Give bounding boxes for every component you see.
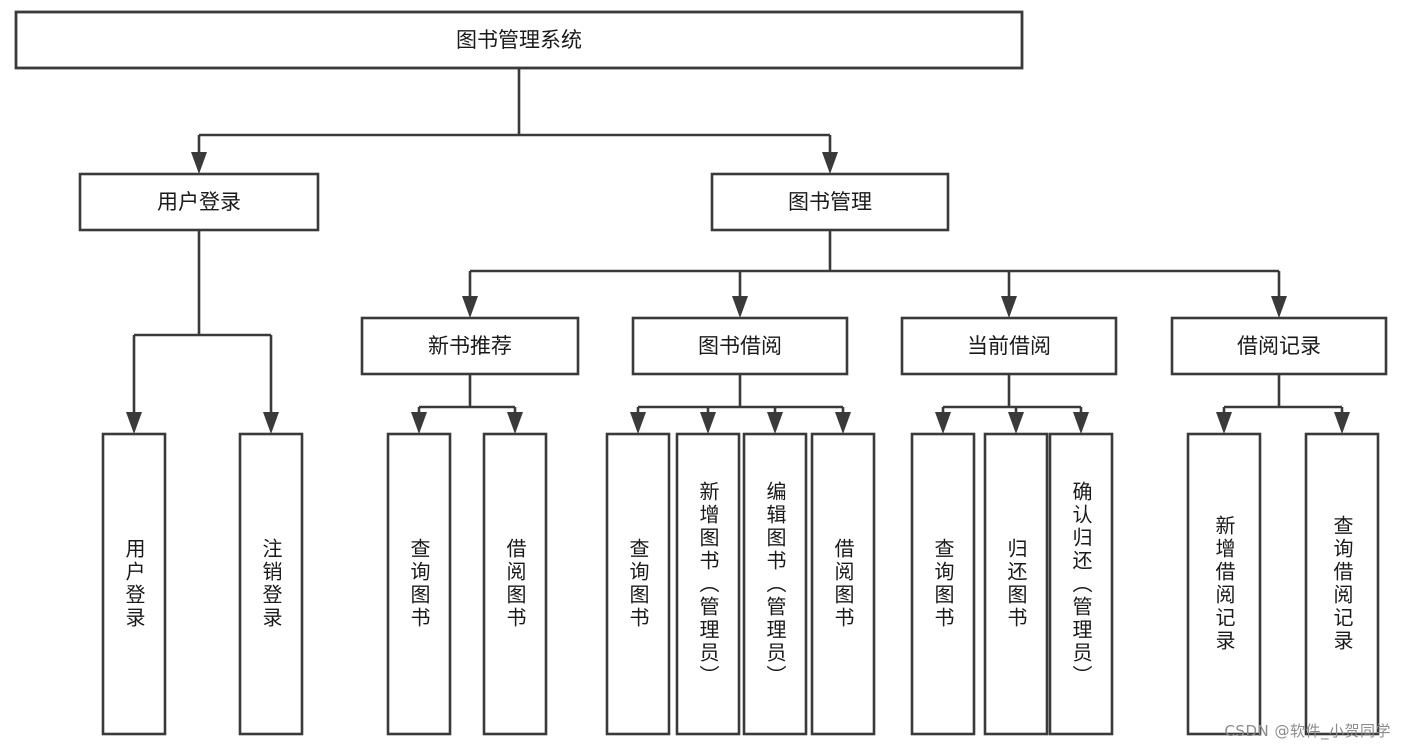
connector-layer	[126, 68, 1350, 434]
connector-图书借阅-arrowhead-2	[767, 412, 783, 434]
connector-用户登录-arrowhead-0	[126, 412, 142, 434]
connector-新书推荐-arrowhead-1	[507, 412, 523, 434]
node-box-查询图书[interactable]	[910, 432, 976, 736]
node-box-查询图书[interactable]	[605, 432, 671, 736]
node-box-当前借阅[interactable]	[900, 316, 1118, 376]
connector-借阅记录-arrowhead-0	[1216, 412, 1232, 434]
node-label-当前借阅: 当前借阅	[967, 334, 1051, 358]
node-box-确认归还管理员[interactable]	[1048, 432, 1114, 736]
node-box-用户登录[interactable]	[101, 432, 167, 736]
node-box-新增借阅记录[interactable]	[1186, 432, 1262, 736]
connector-借阅记录-arrowhead-1	[1334, 412, 1350, 434]
node-label-新书推荐: 新书推荐	[428, 334, 512, 358]
connector-当前借阅-arrowhead-1	[1008, 412, 1024, 434]
connector-当前借阅-arrowhead-0	[935, 412, 951, 434]
node-box-借阅记录[interactable]	[1170, 316, 1388, 376]
node-box-新增图书管理员[interactable]	[675, 432, 741, 736]
node-box-图书管理系统[interactable]	[14, 10, 1024, 70]
node-label-图书借阅: 图书借阅	[698, 334, 782, 358]
node-box-编辑图书管理员[interactable]	[742, 432, 808, 736]
connector-图书管理-arrowhead-1	[732, 296, 748, 318]
node-box-查询图书[interactable]	[386, 432, 452, 736]
connector-图书借阅-arrowhead-3	[835, 412, 851, 434]
node-label-用户登录: 用户登录	[157, 190, 241, 214]
node-box-注销登录[interactable]	[238, 432, 304, 736]
node-box-layer	[14, 10, 1388, 736]
node-box-查询借阅记录[interactable]	[1304, 432, 1380, 736]
connector-图书借阅-arrowhead-0	[630, 412, 646, 434]
connector-用户登录-arrowhead-1	[263, 412, 279, 434]
connector-图书借阅-arrowhead-1	[700, 412, 716, 434]
node-label-借阅记录: 借阅记录	[1237, 334, 1321, 358]
node-box-图书管理[interactable]	[710, 172, 950, 232]
connector-图书管理系统-arrowhead-0	[191, 152, 207, 174]
node-box-图书借阅[interactable]	[631, 316, 849, 376]
node-label-图书管理系统: 图书管理系统	[456, 28, 582, 52]
node-box-借阅图书[interactable]	[810, 432, 876, 736]
node-box-用户登录[interactable]	[78, 172, 320, 232]
connector-图书管理-arrowhead-0	[462, 296, 478, 318]
node-box-借阅图书[interactable]	[482, 432, 548, 736]
connector-图书管理-arrowhead-3	[1271, 296, 1287, 318]
node-label-图书管理: 图书管理	[788, 190, 872, 214]
connector-当前借阅-arrowhead-2	[1073, 412, 1089, 434]
node-box-归还图书[interactable]	[983, 432, 1049, 736]
connector-新书推荐-arrowhead-0	[411, 412, 427, 434]
node-box-新书推荐[interactable]	[360, 316, 580, 376]
watermark: CSDN @软件_小贺同学	[1224, 722, 1391, 740]
connector-图书管理-arrowhead-2	[1001, 296, 1017, 318]
connector-图书管理系统-arrowhead-1	[822, 152, 838, 174]
